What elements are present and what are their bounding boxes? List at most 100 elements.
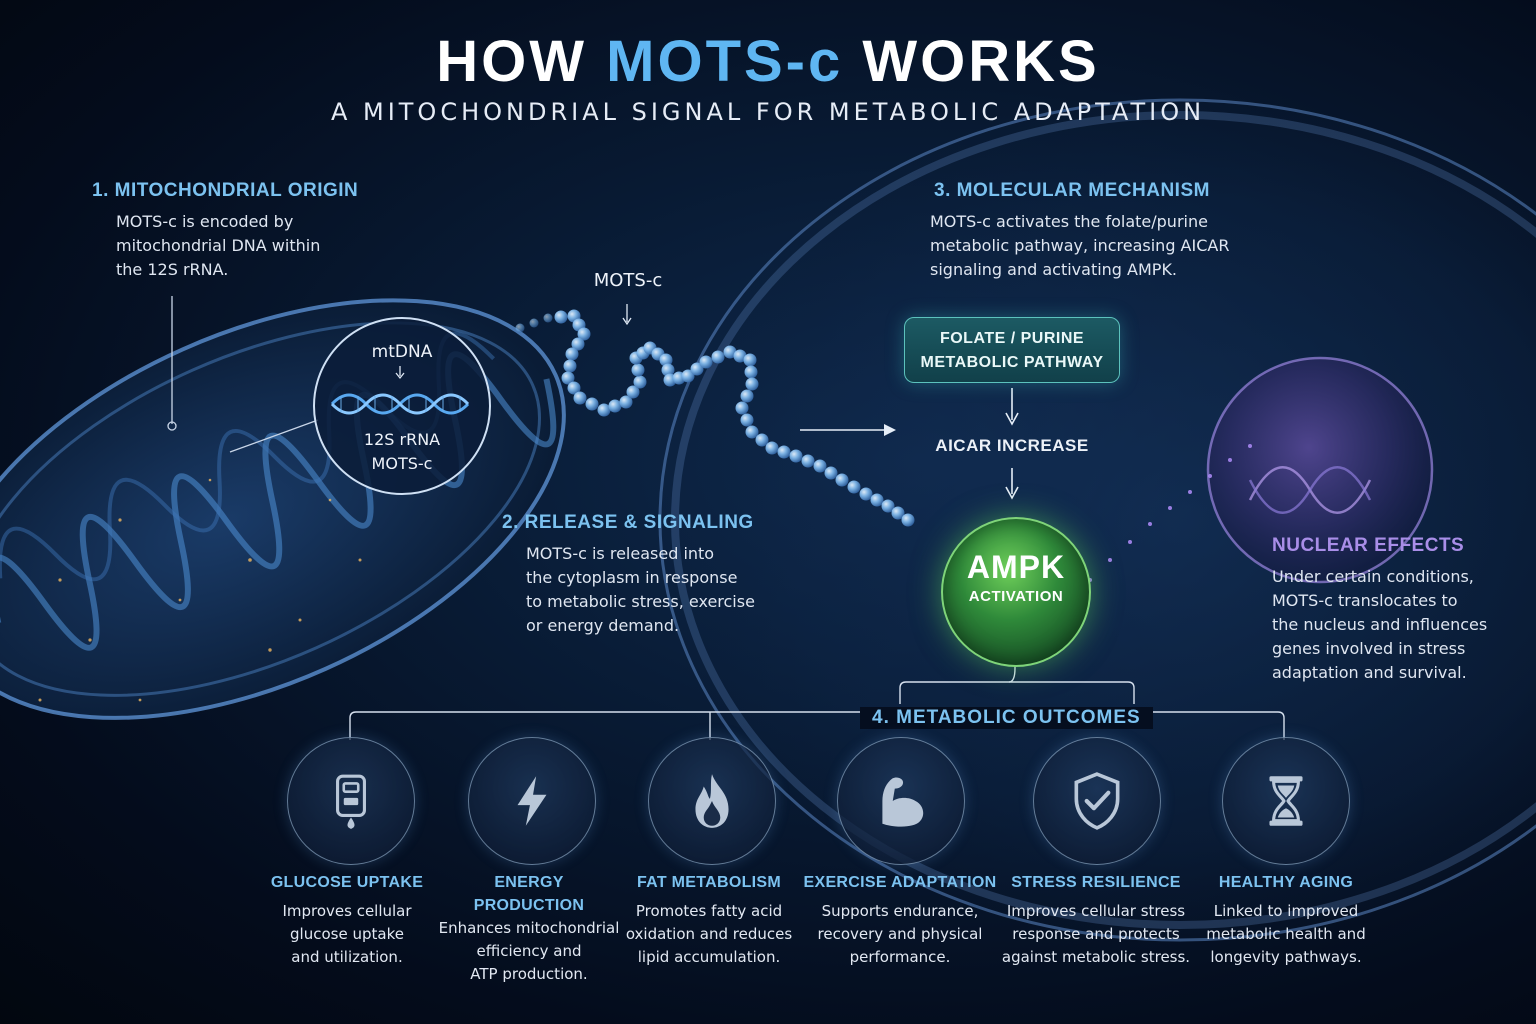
peptide-bead — [740, 413, 754, 427]
description-line: Linked to improved — [1213, 902, 1359, 920]
body-line: signaling and activating AMPK. — [930, 260, 1178, 279]
title-line: ENERGY — [494, 874, 564, 891]
description-line: efficiency and — [476, 942, 582, 960]
peptide-bead — [563, 359, 577, 373]
peptide-bead — [567, 381, 581, 395]
outcome-title: ENERGY PRODUCTION — [424, 871, 634, 917]
section-title: 1. MITOCHONDRIAL ORIGIN — [92, 180, 359, 201]
description-line: ATP production. — [470, 965, 588, 983]
description-line: metabolic health and — [1206, 925, 1366, 943]
peptide-bead — [891, 506, 905, 520]
peptide-bead — [789, 449, 803, 463]
description-line: Promotes fatty acid — [635, 902, 783, 920]
outcome-healthy-aging: HEALTHY AGING Linked to improved metabol… — [1181, 871, 1391, 969]
ampk-label: AMPK — [966, 549, 1066, 585]
lightning-bolt-icon — [468, 737, 596, 865]
outcome-description: Promotes fatty acid oxidation and reduce… — [609, 900, 809, 969]
peptide-bead — [661, 363, 675, 377]
peptide-bead — [561, 371, 575, 385]
outcome-description: Improves cellular glucose uptake and uti… — [247, 900, 447, 969]
peptide-bead — [881, 499, 895, 513]
page-subtitle: A MITOCHONDRIAL SIGNAL FOR METABOLIC ADA… — [330, 98, 1206, 126]
outcome-fat-metabolism: FAT METABOLISM Promotes fatty acid oxida… — [604, 871, 814, 969]
peptide-bead — [733, 349, 747, 363]
peptide-bead — [777, 445, 791, 459]
body-line: MOTS-c translocates to — [1272, 591, 1458, 610]
peptide-bead — [619, 395, 633, 409]
outcome-stress-resilience: STRESS RESILIENCE Improves cellular stre… — [991, 871, 1201, 969]
page-title: HOW MOTS-c WORKS — [0, 28, 1536, 95]
pathway-box-line: FOLATE / PURINE — [939, 330, 1085, 347]
outcome-title: STRESS RESILIENCE — [1011, 874, 1181, 891]
peptide-bead — [573, 391, 587, 405]
peptide-bead — [659, 353, 673, 367]
section-nuclear-effects: NUCLEAR EFFECTS Under certain conditions… — [1272, 535, 1487, 685]
peptide-bead — [835, 473, 849, 487]
body-line: metabolic pathway, increasing AICAR — [930, 236, 1230, 255]
outcome-description: Enhances mitochondrial efficiency and AT… — [429, 917, 629, 986]
shield-check-icon — [1033, 737, 1161, 865]
hourglass-icon — [1222, 737, 1350, 865]
outcome-exercise-adaptation: EXERCISE ADAPTATION Supports endurance, … — [795, 871, 1005, 969]
peptide-bead — [755, 433, 769, 447]
pathway-box-line: METABOLIC PATHWAY — [920, 354, 1104, 371]
peptide-bead — [699, 355, 713, 369]
outcome-glucose-uptake: GLUCOSE UPTAKE Improves cellular glucose… — [242, 871, 452, 969]
section-body: MOTS-c activates the folate/purine metab… — [930, 210, 1229, 282]
title-line: PRODUCTION — [473, 897, 585, 914]
description-line: glucose uptake — [290, 925, 404, 943]
peptide-bead — [577, 327, 591, 341]
flame-icon — [648, 737, 776, 865]
peptide-bead — [711, 350, 725, 364]
description-line: Supports endurance, — [821, 902, 979, 920]
body-line: the cytoplasm in response — [526, 568, 738, 587]
peptide-bead — [847, 480, 861, 494]
body-line: MOTS-c is encoded by — [116, 212, 294, 231]
outcome-description: Supports endurance, recovery and physica… — [800, 900, 1000, 969]
peptide-bead — [744, 365, 758, 379]
peptide-bead — [681, 369, 695, 383]
section-release-signaling: 2. RELEASE & SIGNALING MOTS-c is release… — [502, 512, 755, 638]
description-line: Improves cellular stress — [1006, 902, 1186, 920]
peptide-bead — [633, 375, 647, 389]
section-molecular-mechanism: 3. MOLECULAR MECHANISM MOTS-c activates … — [930, 180, 1229, 282]
peptide-bead — [608, 399, 622, 413]
outcome-title: FAT METABOLISM — [636, 874, 782, 891]
glucose-meter-icon — [287, 737, 415, 865]
outcome-energy-production: ENERGY PRODUCTION Enhances mitochondrial… — [424, 871, 634, 986]
ampk-activation-node: AMPK ACTIVATION — [941, 517, 1091, 667]
folate-purine-pathway-box: FOLATE / PURINE METABOLIC PATHWAY — [904, 317, 1120, 383]
peptide-bead — [870, 493, 884, 507]
peptide-bead — [859, 487, 873, 501]
description-line: Improves cellular — [282, 902, 412, 920]
section-title: 2. RELEASE & SIGNALING — [502, 512, 754, 533]
peptide-bead — [765, 441, 779, 455]
peptide-bead — [723, 345, 737, 359]
description-line: oxidation and reduces — [625, 925, 793, 943]
peptide-bead — [824, 466, 838, 480]
inset-12s-label: 12S rRNA — [363, 430, 441, 449]
peptide-bead — [745, 425, 759, 439]
peptide-bead — [631, 363, 645, 377]
description-line: longevity pathways. — [1210, 948, 1362, 966]
description-line: Enhances mitochondrial — [438, 919, 620, 937]
flexed-arm-icon — [837, 737, 965, 865]
title-suffix: WORKS — [862, 29, 1100, 94]
inset-mtdna-label: mtDNA — [371, 342, 433, 362]
body-line: Under certain conditions, — [1272, 567, 1474, 586]
peptide-bead — [543, 313, 553, 323]
peptide-bead — [571, 337, 585, 351]
peptide-label: MOTS-c — [593, 270, 663, 291]
description-line: performance. — [849, 948, 951, 966]
peptide-bead — [735, 401, 749, 415]
peptide-bead — [554, 310, 568, 324]
body-line: or energy demand. — [526, 616, 680, 635]
peptide-bead — [529, 318, 539, 328]
section-title: NUCLEAR EFFECTS — [1272, 535, 1465, 556]
outcome-title: GLUCOSE UPTAKE — [270, 874, 424, 891]
peptide-bead — [597, 403, 611, 417]
title-highlight: MOTS-c — [606, 29, 844, 94]
ampk-activation-label: ACTIVATION — [968, 588, 1064, 605]
section-mitochondrial-origin: 1. MITOCHONDRIAL ORIGIN MOTS-c is encode… — [92, 180, 358, 282]
aicar-increase-label: AICAR INCREASE — [935, 436, 1089, 455]
